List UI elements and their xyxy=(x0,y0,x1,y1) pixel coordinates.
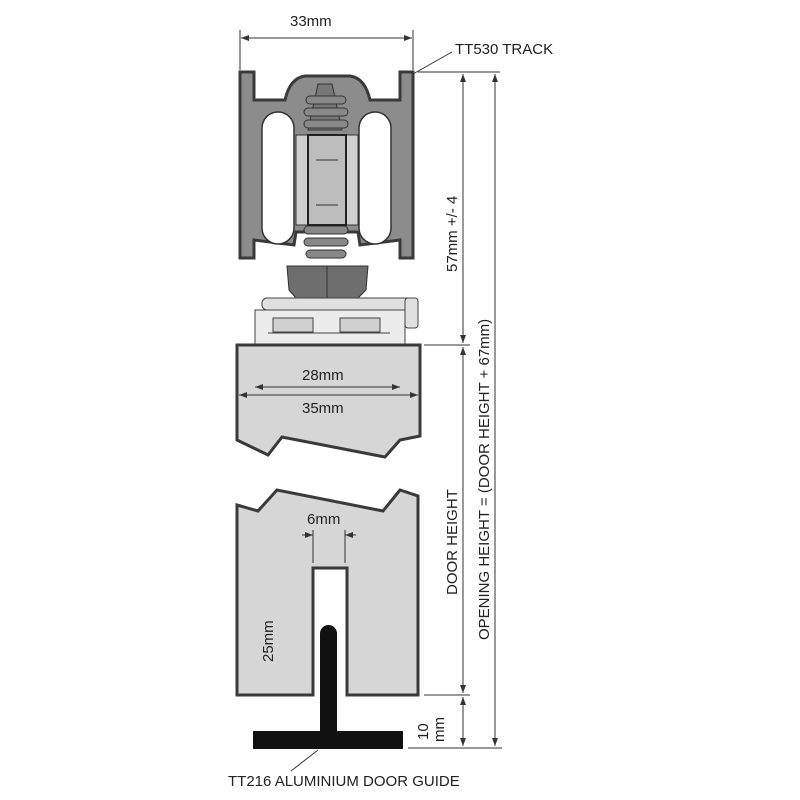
track-leader-line xyxy=(412,51,453,75)
door-height-label: DOOR HEIGHT xyxy=(444,489,461,595)
door-top-section xyxy=(235,343,422,459)
opening-height-label: OPENING HEIGHT = (DOOR HEIGHT + 67mm) xyxy=(476,319,493,640)
groove-width-label: 6mm xyxy=(307,511,340,528)
track-width-label: 33mm xyxy=(290,13,332,30)
track-height-label: 57mm +/- 4 xyxy=(444,196,461,272)
door-inner-width-label: 28mm xyxy=(302,367,344,384)
door-width-dimensions: 28mm 35mm xyxy=(239,367,418,417)
door-outer-width-label: 35mm xyxy=(302,400,344,417)
guide-clearance-value: 10 xyxy=(415,723,432,740)
guide-leader-line xyxy=(290,749,319,772)
height-dimensions xyxy=(408,71,502,749)
groove-width-dimension: 6mm xyxy=(302,511,356,563)
door-bottom-section xyxy=(235,488,420,697)
guide-name-label: TT216 ALUMINIUM DOOR GUIDE xyxy=(228,773,460,790)
left-wheel xyxy=(261,111,295,245)
groove-depth-label: 25mm xyxy=(260,620,277,662)
track-name-label: TT530 TRACK xyxy=(455,41,553,58)
door-guide xyxy=(253,625,403,749)
adjust-nut xyxy=(286,265,369,299)
top-fix-bracket xyxy=(254,297,419,346)
roller-screw xyxy=(295,83,359,259)
right-wheel xyxy=(358,111,392,245)
track-width-dimension: 33mm xyxy=(239,13,414,70)
guide-clearance-unit: mm xyxy=(431,717,448,742)
